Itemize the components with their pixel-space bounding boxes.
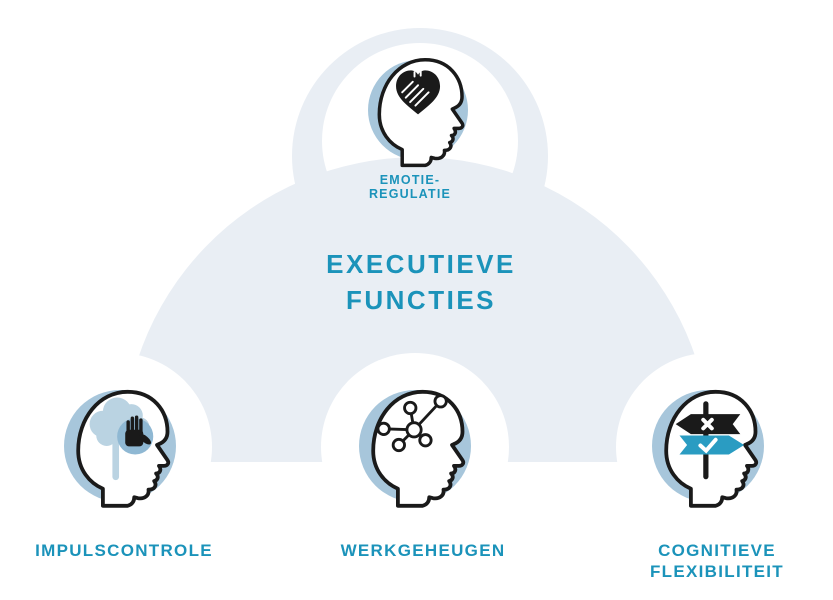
title-line: FUNCTIES: [346, 285, 496, 315]
head-brain-stop-hand-icon: [76, 389, 171, 508]
title-line: EXECUTIEVE: [326, 249, 516, 279]
head-network-icon: [371, 389, 466, 508]
label-line: FLEXIBILITEIT: [649, 562, 784, 581]
head-heart-handshake-icon: [377, 58, 465, 168]
heart-handshake-icon: [396, 70, 441, 115]
diagram-title: EXECUTIEVE FUNCTIES: [221, 246, 621, 318]
signpost-icon: [675, 401, 745, 480]
label-emotie-regulatie: EMOTIE- REGULATIE: [320, 173, 500, 201]
label-line: EMOTIE-: [379, 173, 441, 187]
x-mark-icon: [701, 417, 714, 431]
head-signpost-icon: [664, 389, 759, 508]
stop-hand-icon: [117, 415, 154, 455]
label-line: COGNITIEVE: [658, 541, 776, 560]
label-line: IMPULSCONTROLE: [35, 541, 213, 560]
check-mark-icon: [698, 437, 718, 454]
network-icon: [376, 394, 448, 453]
label-impulscontrole: IMPULSCONTROLE: [4, 540, 244, 561]
label-line: REGULATIE: [368, 186, 452, 201]
dome-shape: [122, 157, 711, 463]
label-cognitieve-flexibiliteit: COGNITIEVE FLEXIBILITEIT: [597, 540, 833, 582]
label-werkgeheugen: WERKGEHEUGEN: [303, 540, 543, 561]
label-line: WERKGEHEUGEN: [340, 541, 506, 560]
